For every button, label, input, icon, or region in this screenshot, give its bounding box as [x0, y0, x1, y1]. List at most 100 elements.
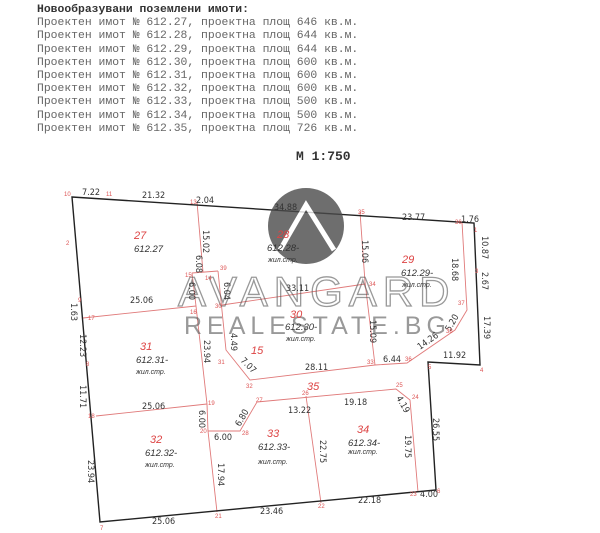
dimension-label: 6.08: [193, 255, 203, 273]
dimension-label: 26.55: [430, 418, 440, 441]
legend-row: Проектен имот № 612.29, проектна площ 64…: [37, 43, 359, 56]
lot-id: 612.31-: [136, 355, 168, 366]
dimension-label: 6.44: [383, 355, 401, 365]
dimension-label: 6.04: [221, 282, 231, 300]
boundary-line: [191, 270, 219, 274]
point-number: 14: [205, 276, 212, 282]
boundary-line: [221, 283, 366, 306]
point-number: 19: [208, 401, 215, 407]
legend-heading: Новообразувани поземлени имоти:: [37, 4, 249, 16]
lot-number: 28: [276, 229, 290, 241]
point-number: 18: [88, 414, 95, 420]
watermark-roof-icon: [277, 200, 337, 252]
point-number: 8: [86, 362, 90, 368]
legend-row: Проектен имот № 612.34, проектна площ 50…: [37, 109, 359, 122]
lot-use: жил.стр.: [257, 459, 288, 466]
boundary-line: [95, 403, 208, 417]
dimension-label: 22.75: [317, 440, 327, 463]
dimension-label: 4.00: [420, 490, 438, 500]
lot-number: 35: [307, 381, 320, 393]
point-number: 4: [480, 368, 484, 374]
point-number: 13: [190, 200, 197, 206]
point-number: 23: [410, 492, 417, 498]
point-number: 37: [458, 301, 465, 307]
lot-labels: 27 612.27 28 612.28- жил.стр. 29 612.29-…: [133, 229, 433, 469]
point-number: 28: [242, 431, 249, 437]
dimension-label: 23.94: [201, 340, 211, 363]
dimension-label: 23.46: [260, 507, 283, 517]
point-number: 11: [106, 192, 113, 198]
dimension-label: 25.06: [152, 517, 175, 527]
dimension-label: 10.87: [479, 236, 489, 259]
dimension-label: 21.32: [142, 191, 165, 201]
boundary-line: [208, 401, 258, 432]
dimension-label: 7.22: [82, 188, 100, 198]
point-number: 16: [190, 310, 197, 316]
lot-number: 34: [357, 424, 369, 436]
lot-id: 612.33-: [258, 442, 290, 453]
dimension-label: 15.02: [200, 230, 210, 253]
point-number: 5: [428, 365, 432, 371]
dimension-label: 19.75: [402, 435, 412, 458]
point-number: 31: [218, 360, 225, 366]
scale-label: М 1:750: [296, 149, 351, 164]
lot-id: 612.32-: [145, 448, 177, 459]
boundary-line: [256, 388, 419, 493]
dimension-label: 7.07: [238, 356, 258, 376]
point-number: 10: [64, 192, 71, 198]
legend-row: Проектен имот № 612.27, проектна площ 64…: [37, 17, 359, 30]
point-number: 33: [367, 360, 374, 366]
internal-boundaries: [82, 201, 468, 513]
watermark-subtext: REALESTATE.BG: [184, 312, 451, 340]
point-number: 26: [302, 391, 309, 397]
dimension-label: 4.19: [393, 395, 411, 416]
point-number: 36: [405, 357, 412, 363]
dimension-label: 15.09: [367, 320, 377, 343]
point-number: 21: [215, 514, 222, 520]
lot-use: жил.стр.: [285, 336, 316, 343]
legend-row: Проектен имот № 612.35, проектна площ 72…: [37, 122, 359, 135]
dimension-label: 33.11: [286, 284, 309, 294]
dimension-label: 25.06: [142, 402, 165, 412]
dimension-label: 6.00: [196, 410, 206, 428]
dimension-label: 23.94: [85, 460, 95, 483]
point-number: 2: [66, 241, 70, 247]
dimension-label: 6.00: [214, 433, 232, 443]
legend: Новообразувани поземлени имоти: Проектен…: [37, 4, 358, 136]
dimension-label: 17.39: [481, 316, 491, 339]
dimension-label: 4.49: [228, 333, 238, 351]
lot-use: жил.стр.: [135, 369, 166, 376]
dimension-label: 2.04: [196, 196, 214, 206]
legend-row: Проектен имот № 612.30, проектна площ 60…: [37, 56, 359, 69]
dimension-label: 1.76: [461, 215, 479, 225]
point-number: 36: [455, 220, 462, 226]
dimension-label: 12.23: [77, 334, 87, 357]
lot-number: 33: [267, 428, 280, 440]
dimension-label: 6.00: [186, 282, 196, 300]
point-number: 15: [185, 273, 192, 279]
watermark-circle: [268, 188, 344, 264]
point-number: 35: [358, 210, 365, 216]
dimensions: 7.22 21.32 2.04 34.88 23.77 1.76 10.87 2…: [68, 188, 491, 527]
dimension-label: 11.71: [77, 385, 87, 408]
point-number: 9: [78, 298, 82, 304]
legend-row: Проектен имот № 612.31, проектна площ 60…: [37, 70, 359, 83]
outer-boundary: [71, 196, 481, 523]
point-number: 39: [220, 266, 227, 272]
dimension-label: 2.67: [479, 272, 489, 290]
lot-number: 15: [251, 345, 264, 357]
point-number: 34: [369, 282, 376, 288]
point-number: 3: [475, 269, 479, 275]
boundary-line: [305, 395, 322, 504]
legend-row: Проектен имот № 612.28, проектна площ 64…: [37, 30, 359, 43]
lot-use: жил.стр.: [347, 449, 378, 456]
dimension-label: 1.63: [68, 303, 78, 321]
dimension-label: 13.22: [288, 406, 311, 416]
lot-id: 612.34-: [348, 438, 380, 449]
boundary-line: [217, 221, 468, 381]
point-number: 1: [474, 228, 478, 234]
lot-number: 27: [133, 230, 147, 242]
dimension-label: 22.18: [358, 496, 381, 506]
boundary-line: [82, 305, 197, 319]
